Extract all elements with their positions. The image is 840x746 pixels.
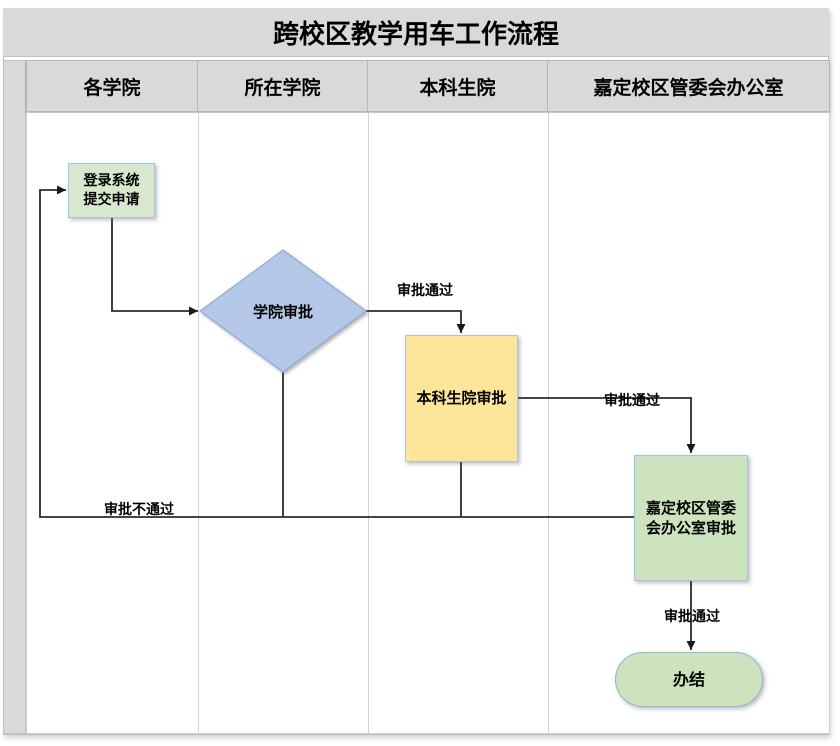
node-college-approval-label: 学院审批 [252,303,313,321]
node-jiading-office-approval-label: 嘉定校区管委 会办公室审批 [645,498,736,537]
node-finish-label: 办结 [672,669,705,689]
node-start: 登录系统 提交申请 [68,163,155,218]
swimlane-header-row: 各学院 所在学院 本科生院 嘉定校区管委会办公室 [26,60,830,112]
lane-header-undergraduate-school: 本科生院 [368,60,548,112]
edge-label-undergrad-pass: 审批通过 [604,393,660,409]
node-undergraduate-approval-label: 本科生院审批 [416,389,507,408]
edge-label-jiading-pass: 审批通过 [664,609,720,625]
chart-title: 跨校区教学用车工作流程 [272,19,559,50]
chart-title-band: 跨校区教学用车工作流程 [3,8,829,57]
node-undergraduate-approval: 本科生院审批 [405,335,518,462]
lane-header-label: 所在学院 [244,76,321,99]
edge-label-college-pass: 审批通过 [397,283,453,299]
lane-header-label: 嘉定校区管委会办公室 [593,76,784,99]
lane-header-jiading-office: 嘉定校区管委会办公室 [548,60,830,112]
lane-header-label: 各学院 [83,76,141,99]
node-jiading-office-approval: 嘉定校区管委 会办公室审批 [634,455,748,581]
lane-jiading-office [549,113,829,733]
lane-home-college [199,113,369,733]
left-margin-strip [3,60,26,734]
lane-header-label: 本科生院 [419,76,496,99]
lane-header-home-college: 所在学院 [198,60,368,112]
node-finish: 办结 [615,652,763,707]
edge-label-reject: 审批不通过 [104,502,174,518]
node-start-label: 登录系统 提交申请 [83,172,140,208]
lane-header-each-college: 各学院 [26,60,198,112]
